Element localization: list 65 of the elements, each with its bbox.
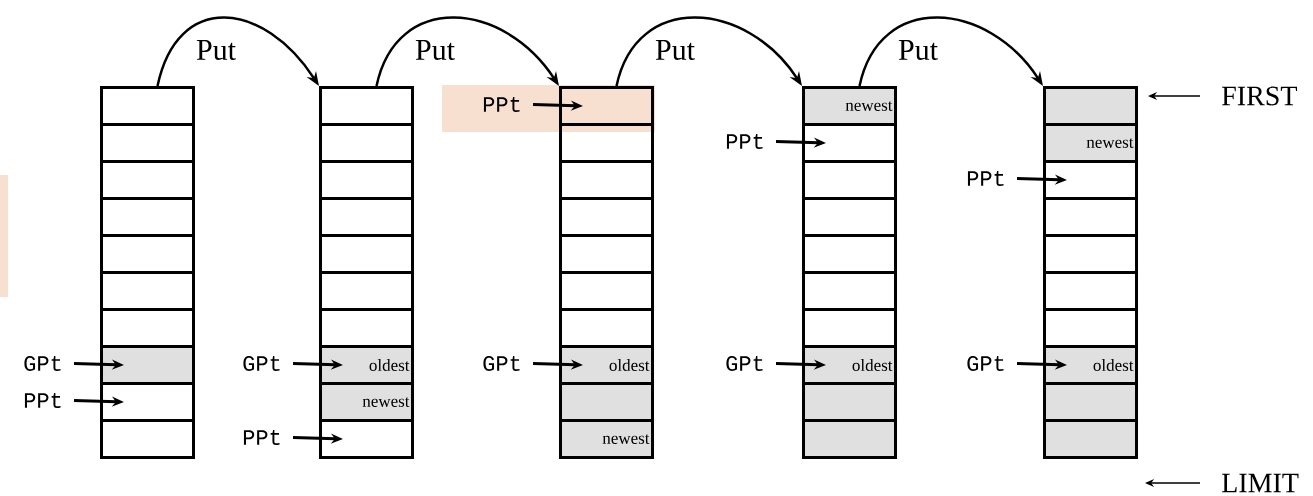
memory-cell [1043,419,1138,459]
arrow [615,16,802,87]
memory-cell [100,197,195,237]
memory-cell: newest [559,419,654,459]
memory-cell [802,382,897,422]
memory-cell [802,123,897,163]
memory-cell: newest [1043,123,1138,163]
arrow [858,16,1043,87]
memory-cell [100,382,195,422]
arrow [375,16,559,87]
memory-cell: newest [802,86,897,126]
edge-label: Put [898,40,938,60]
pointer-label: PPt [483,97,520,112]
memory-cell [319,271,414,311]
pointer-label: PPt [24,393,61,408]
memory-cell [319,123,414,163]
memory-cell [100,86,195,126]
memory-cell [1043,271,1138,311]
boundary-label: FIRST [1222,86,1297,106]
memory-cell [802,234,897,274]
memory-cell [802,197,897,237]
memory-cell: oldest [319,345,414,385]
pointer-label: PPt [726,134,763,149]
edge-label: Put [196,40,236,60]
memory-cell [559,160,654,200]
pointer-label: GPt [243,356,280,371]
memory-cell: oldest [802,345,897,385]
memory-cell [802,419,897,459]
memory-cell [559,123,654,163]
edge-label: Put [415,40,455,60]
pointer-label: GPt [967,356,1004,371]
pointer-label: GPt [24,356,61,371]
memory-cell [1043,160,1138,200]
memory-cell [559,86,654,126]
memory-cell [100,160,195,200]
memory-cell [319,160,414,200]
memory-cell [1043,86,1138,126]
boundary-label: LIMIT [1222,473,1299,493]
memory-cell [559,197,654,237]
memory-cell [100,271,195,311]
memory-cell: newest [319,382,414,422]
memory-cell [100,345,195,385]
edge-label: Put [655,40,695,60]
memory-cell [559,271,654,311]
memory-cell [802,160,897,200]
memory-cell [559,382,654,422]
memory-cell [1043,197,1138,237]
memory-cell: oldest [559,345,654,385]
arrow [156,16,319,87]
memory-cell [319,197,414,237]
pointer-label: GPt [483,356,520,371]
pointer-label: GPt [726,356,763,371]
memory-cell [100,419,195,459]
memory-cell: oldest [1043,345,1138,385]
memory-cell [319,419,414,459]
memory-cell [319,234,414,274]
pointer-label: PPt [967,171,1004,186]
memory-cell [100,123,195,163]
memory-cell [100,234,195,274]
memory-cell [319,86,414,126]
memory-cell [802,271,897,311]
memory-cell [1043,234,1138,274]
memory-cell [559,234,654,274]
pointer-label: PPt [243,430,280,445]
memory-cell [1043,382,1138,422]
